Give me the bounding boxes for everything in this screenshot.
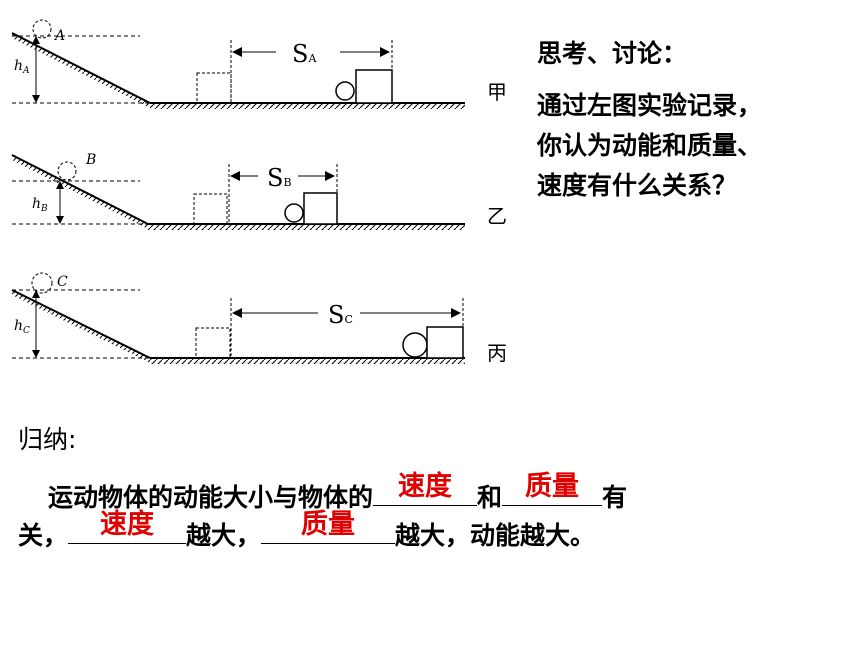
answer-blank-4: 质量 bbox=[261, 509, 396, 544]
height-label-a: hA bbox=[14, 58, 30, 76]
panel-label-bing: 丙 bbox=[487, 341, 507, 365]
answer-1: 速度 bbox=[398, 471, 453, 502]
panel-label-jia: 甲 bbox=[487, 80, 507, 104]
ball-end-c bbox=[402, 332, 428, 358]
diagram-a: A hA SA bbox=[11, 19, 465, 109]
summary-line2-mid: 越大， bbox=[186, 521, 262, 550]
block-end-c bbox=[426, 326, 464, 359]
discussion-line-2: 你认为动能和质量、 bbox=[537, 131, 763, 160]
answer-blank-3: 速度 bbox=[68, 509, 187, 544]
ball-label-c: C bbox=[57, 274, 68, 290]
block-start-b bbox=[193, 193, 228, 225]
experiment-diagrams: A hA SA B hB SB bbox=[11, 19, 465, 364]
answer-blank-1: 速度 bbox=[373, 471, 478, 506]
distance-label-c: SC bbox=[328, 301, 353, 329]
ball-end-b bbox=[284, 203, 304, 223]
height-label-b: hB bbox=[32, 196, 48, 214]
diagram-c: C hC SC bbox=[11, 272, 465, 364]
summary-line-2: 关， 速度 越大， 质量 越大，动能越大。 bbox=[18, 509, 596, 552]
ball-a bbox=[32, 19, 52, 39]
discussion-line-3: 速度有什么关系？ bbox=[537, 171, 738, 200]
panel-label-yi: 乙 bbox=[487, 204, 507, 228]
answer-blank-2: 质量 bbox=[502, 471, 603, 506]
ball-b bbox=[57, 161, 77, 181]
summary-line-1: 运动物体的动能大小与物体的速度和质量有 bbox=[48, 471, 628, 514]
discussion-line-1: 通过左图实验记录， bbox=[537, 91, 763, 120]
answer-2: 质量 bbox=[525, 471, 580, 502]
distance-label-b: SB bbox=[267, 164, 292, 192]
summary-heading: 归纳: bbox=[18, 425, 77, 454]
block-start-a bbox=[196, 72, 232, 104]
block-start-c bbox=[195, 327, 231, 359]
distance-label-a: SA bbox=[292, 40, 317, 68]
summary-line1-pre: 运动物体的动能大小与物体的 bbox=[48, 483, 374, 512]
block-end-a bbox=[355, 69, 393, 104]
diagram-b: B hB SB bbox=[11, 152, 465, 230]
ball-label-a: A bbox=[53, 28, 65, 44]
ball-end-a bbox=[335, 81, 355, 101]
ball-c bbox=[31, 272, 53, 294]
answer-4: 质量 bbox=[301, 509, 356, 540]
summary-line1-mid: 和 bbox=[477, 483, 503, 512]
height-label-c: hC bbox=[14, 318, 30, 336]
summary-line2-post: 越大，动能越大。 bbox=[395, 521, 596, 550]
discussion-title: 思考、讨论： bbox=[537, 39, 688, 68]
ball-label-b: B bbox=[85, 152, 96, 168]
summary-line1-post: 有 bbox=[602, 483, 628, 512]
summary-line2-pre: 关， bbox=[18, 521, 69, 550]
block-end-b bbox=[303, 192, 338, 225]
answer-3: 速度 bbox=[100, 509, 155, 540]
